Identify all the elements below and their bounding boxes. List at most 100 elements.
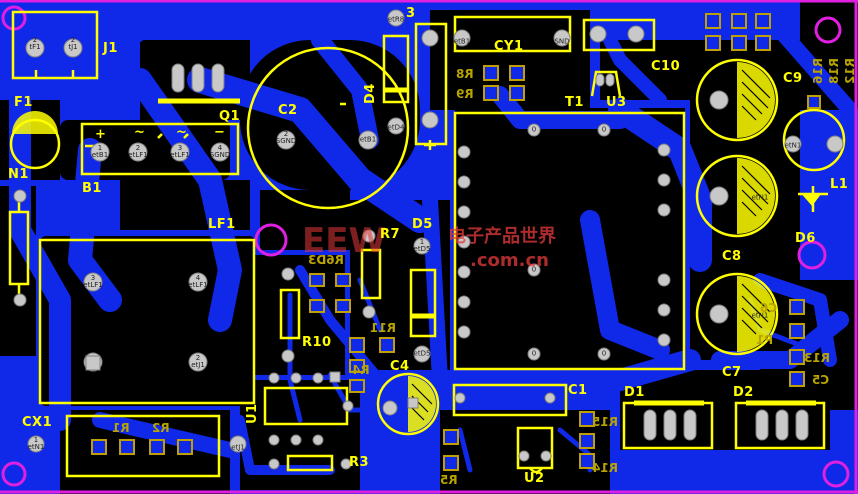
label-q1: Q1: [219, 109, 241, 124]
label-r5: R5: [440, 473, 458, 487]
label-c5: C5: [812, 373, 830, 387]
silkscreen-layer: [8, 10, 846, 478]
pad-d4: etD4: [387, 123, 405, 132]
pad-c8: etN1: [751, 193, 769, 202]
watermark-logo: EEW: [302, 221, 386, 261]
pad-cx1-2: etJ1: [231, 443, 245, 452]
through-hole-pads: [13, 9, 844, 470]
label-n1: N1: [8, 167, 29, 182]
label-r18: R18: [827, 58, 841, 84]
mount-hole-tr: [814, 16, 842, 44]
b1-minus-mark: −: [214, 125, 226, 140]
pad-t-1: 0: [531, 125, 537, 134]
c7-outline: [695, 272, 779, 356]
label-l1: L1: [830, 177, 849, 192]
l1-outline: [782, 108, 846, 172]
label-cx1: CX1: [22, 415, 53, 430]
label-r15: R15: [592, 415, 618, 429]
r10-outline: [279, 288, 301, 340]
pad-t-2: 0: [601, 125, 607, 134]
label-r9: R9: [456, 87, 474, 101]
c9-outline: [695, 58, 779, 142]
label-r11: R11: [370, 321, 396, 335]
label-p1: P1: [756, 333, 774, 347]
c1-outline: [452, 383, 568, 417]
c4-outline: [376, 372, 440, 436]
r7-outline: [360, 248, 382, 300]
label-lf1: LF1: [208, 217, 236, 232]
r3-outline: [286, 454, 334, 472]
label-u2: U2: [524, 471, 545, 486]
label-r6d3: R6D3: [308, 253, 344, 267]
mount-hole-bl: [1, 461, 27, 487]
pad-c3: etR8: [387, 15, 405, 24]
pad-c7: etN1: [751, 311, 769, 320]
label-c2: C2: [278, 103, 298, 118]
pad-cy1-2: SND: [554, 37, 570, 46]
mount-hole-r: [797, 240, 827, 270]
pad-t-3: 0: [531, 265, 537, 274]
pad-c2-2: etB1: [359, 135, 377, 144]
pad-c9: etN1: [784, 141, 802, 150]
cx1-outline: [65, 414, 221, 478]
label-r8: R8: [456, 67, 474, 81]
label-c8: C8: [722, 249, 742, 264]
c10-outline: [582, 18, 656, 52]
label-r10: R10: [302, 335, 332, 350]
label-r14: R14: [592, 461, 618, 475]
pad-t-4: 0: [531, 349, 537, 358]
mount-hole-br: [822, 460, 850, 488]
label-b1: B1: [82, 181, 102, 196]
label-d1: D1: [624, 385, 645, 400]
label-c1: C1: [568, 383, 588, 398]
label-d6: D6: [795, 231, 816, 246]
label-u3: U3: [606, 95, 627, 110]
square-pads: [85, 355, 419, 409]
c2-outline: [246, 46, 410, 210]
label-r12: R12: [843, 58, 857, 84]
label-c9: C9: [783, 71, 803, 86]
pad-d5-2: etD5: [413, 349, 431, 358]
label-r16: R16: [811, 58, 825, 84]
b1-tilde-mark-2: ~: [176, 125, 188, 140]
mount-hole-ml: [254, 223, 288, 257]
label-u1: U1: [245, 403, 260, 424]
smd-pads: [91, 13, 821, 471]
d5-outline: [409, 268, 437, 338]
label-c4: C4: [390, 359, 410, 374]
polarity-hatch: [12, 62, 775, 432]
label-d2: D2: [733, 385, 754, 400]
b1-outline: [80, 122, 240, 176]
label-r3: R3: [349, 455, 370, 470]
b1-tilde-mark-1: ~: [134, 125, 146, 140]
label-c3: 3: [406, 6, 416, 21]
label-r2: R2: [152, 421, 170, 435]
label-d5: D5: [412, 217, 433, 232]
label-r7: R7: [380, 227, 401, 242]
oval-pads: [171, 63, 809, 441]
label-f1: F1: [14, 95, 33, 110]
main-transformer-outline: [453, 111, 686, 371]
lf1-outline: [38, 238, 256, 405]
label-j1: J1: [103, 41, 118, 56]
label-r13: R13: [804, 351, 830, 365]
label-cy1: CY1: [494, 39, 524, 54]
pad-t-5: 0: [601, 349, 607, 358]
label-d4: D4: [363, 83, 378, 104]
watermark-chinese: 电子产品世界: [448, 226, 556, 247]
watermark-url: .com.cn: [470, 250, 549, 271]
